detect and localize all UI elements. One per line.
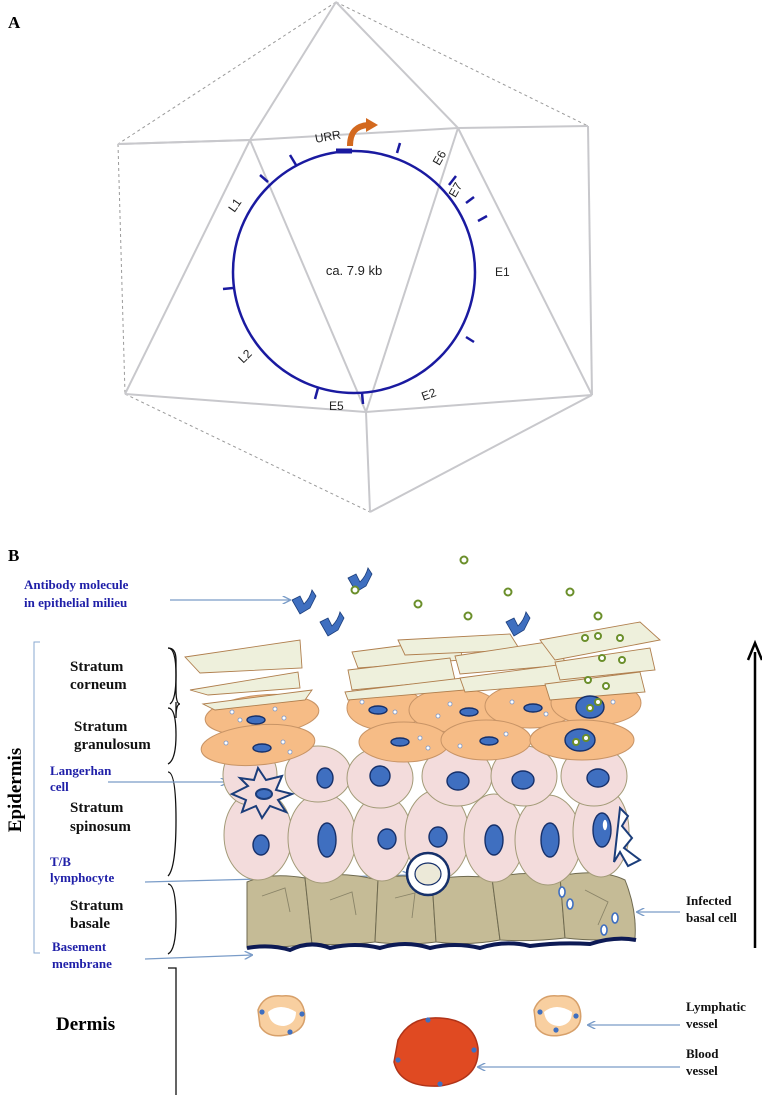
blood-vessel xyxy=(393,1017,479,1087)
stratum-corneum xyxy=(184,621,661,711)
panel-b-label: B xyxy=(8,546,19,565)
label-basement-2: membrane xyxy=(52,956,112,971)
pointer-basement xyxy=(144,955,252,960)
label-lymphatic-1: Lymphatic xyxy=(686,999,746,1014)
label-granulosum-1: Stratum xyxy=(74,719,128,735)
stratum-basale xyxy=(246,872,636,949)
lymphatic-vessel-right xyxy=(533,995,582,1037)
urr-promoter-arrow xyxy=(347,122,369,147)
urr-arrowhead xyxy=(366,118,378,132)
label-corneum-1: Stratum xyxy=(70,659,124,675)
label-basale-1: Stratum xyxy=(70,898,124,914)
label-antibody-2: in epithelial milieu xyxy=(24,595,127,610)
lymphocyte xyxy=(405,851,451,897)
gene-boundary-ticks xyxy=(222,142,488,405)
panel-a: A xyxy=(8,1,593,513)
lymphatic-vessel-left xyxy=(257,995,306,1037)
label-blood-1: Blood xyxy=(686,1046,719,1061)
gene-label-l1: L1 xyxy=(225,195,244,214)
label-lymphocyte-1: T/B xyxy=(50,854,71,869)
gene-label-e5: E5 xyxy=(329,399,344,413)
label-lymphocyte-2: lymphocyte xyxy=(50,870,115,885)
label-blood-2: vessel xyxy=(686,1063,718,1078)
label-infected-1: Infected xyxy=(686,893,732,908)
genome-circle xyxy=(231,149,477,395)
hpv-genome-map: ca. 7.9 kb URR E6 E7 E1 E2 E5 L2 L1 xyxy=(222,118,510,413)
virions-extracellular xyxy=(350,555,603,621)
label-granulosum-2: granulosum xyxy=(74,737,151,753)
panel-b: B Epidermis Stratum corneum Stratum gran… xyxy=(5,546,762,1095)
gene-label-e1: E1 xyxy=(495,265,510,279)
epidermis-label: Epidermis xyxy=(5,748,26,832)
antibody-molecules xyxy=(291,567,531,637)
cell-nuclei xyxy=(246,695,612,858)
label-basement-1: Basement xyxy=(52,939,107,954)
basement-membrane xyxy=(246,936,637,953)
epidermis-bracket xyxy=(33,641,40,954)
layer-brackets xyxy=(167,647,181,1095)
label-spinosum-1: Stratum xyxy=(70,800,124,816)
dermis-label: Dermis xyxy=(56,1014,115,1035)
keratohyalin-granules xyxy=(223,699,616,755)
gene-label-l2: L2 xyxy=(235,346,255,366)
differentiation-arrow xyxy=(746,639,762,948)
label-lymphatic-2: vessel xyxy=(686,1016,718,1031)
panel-a-label: A xyxy=(8,13,21,32)
label-basale-2: basale xyxy=(70,916,110,932)
label-antibody-1: Antibody molecule xyxy=(24,577,129,592)
gene-label-e6: E6 xyxy=(430,148,450,168)
gene-label-e7: E7 xyxy=(446,180,466,200)
gene-label-urr: URR xyxy=(314,127,342,145)
genome-size-label: ca. 7.9 kb xyxy=(326,263,382,278)
label-spinosum-2: spinosum xyxy=(70,819,131,835)
gene-label-e2: E2 xyxy=(419,385,438,403)
label-langerhan-2: cell xyxy=(50,779,69,794)
virions-intracellular xyxy=(572,632,626,746)
infected-basal-nuclei xyxy=(558,818,619,936)
label-langerhan-1: Langerhan xyxy=(50,763,112,778)
capsid-icosahedron xyxy=(117,1,593,513)
label-infected-2: basal cell xyxy=(686,910,737,925)
label-corneum-2: corneum xyxy=(70,677,127,693)
langerhans-cell xyxy=(229,765,642,868)
